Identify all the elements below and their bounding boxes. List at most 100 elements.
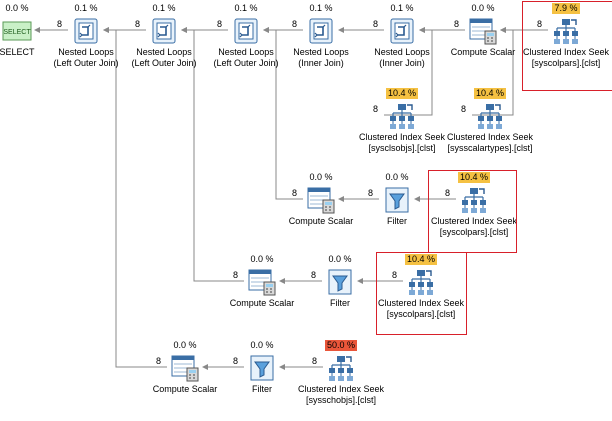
operator-label: Filter [387,216,407,226]
operator-f2[interactable]: 0.0 % Filter [280,254,400,309]
clustered-index-seek-icon [414,184,534,216]
operator-label: (Inner Join) [298,58,344,68]
compute-scalar-icon [202,266,322,298]
row-count-label: 8 [312,356,317,366]
operator-cost: 0.0 % [5,3,29,13]
row-count-label: 8 [156,356,161,366]
operator-cost: 0.1 % [152,3,176,13]
operator-cost: 0.0 % [173,340,197,350]
row-count-label: 8 [292,188,297,198]
operator-cis1[interactable]: 7.9 % Clustered Index Seek[syscolpars].[c… [506,3,612,69]
operator-f1[interactable]: 0.0 %Filter [337,172,457,227]
operator-label: SELECT [0,47,35,57]
flow-link [103,27,167,368]
row-count-label: 8 [217,19,222,29]
row-count-label: 8 [135,19,140,29]
operator-label: [syscolpars].[clst] [531,58,601,68]
row-count-label: 8 [537,19,542,29]
operator-label: Filter [252,384,272,394]
operator-label: (Inner Join) [379,58,425,68]
operator-nl3[interactable]: 0.1 %Nested Loops(Left Outer Join) [186,3,306,69]
operator-label: Clustered Index Seek [430,216,518,226]
flow-link [181,27,244,282]
clustered-index-seek-icon [506,15,612,47]
nested-loops-icon [26,15,146,47]
operator-cost: 0.1 % [74,3,98,13]
clustered-index-seek-icon [430,100,550,132]
row-count-label: 8 [311,270,316,280]
row-count-label: 8 [233,270,238,280]
operator-cost: 10.4 % [404,254,438,265]
nested-loops-icon [104,15,224,47]
operator-cost: 0.0 % [309,172,333,182]
compute-scalar-icon [423,15,543,47]
operator-cost: 0.0 % [328,254,352,264]
operator-cost: 7.9 % [552,3,580,14]
row-count-label: 8 [373,19,378,29]
operator-label: Compute Scalar [288,216,354,226]
flow-link [384,27,433,116]
filter-icon [337,184,457,216]
flow-link [263,27,303,200]
row-count-label: 8 [233,356,238,366]
operator-label: [syscolpars].[clst] [439,227,509,237]
operator-cost: 0.1 % [309,3,333,13]
select-icon: SELECT [0,15,77,47]
clustered-index-seek-icon [342,100,462,132]
filter-icon [202,352,322,384]
operator-nl2[interactable]: 0.1 %Nested Loops(Left Outer Join) [104,3,224,69]
row-count-label: 8 [392,270,397,280]
nested-loops-icon [342,15,462,47]
highlight-box-cis1 [522,1,612,91]
operator-nl1[interactable]: 0.1 % Nested Loops(Left Outer Join) [26,3,146,69]
operator-label: [sysscalartypes].[clst] [447,143,533,153]
operator-cis2[interactable]: 10.4 % Clustered Index Seek[sysclsobjs].[… [342,88,462,154]
operator-label: Nested Loops [218,47,274,57]
operator-cost: 0.0 % [250,254,274,264]
operator-label: Nested Loops [58,47,114,57]
operator-cost: 10.4 % [473,88,507,99]
operator-cost: 10.4 % [457,172,491,183]
filter-icon [280,266,400,298]
row-count-label: 8 [368,188,373,198]
highlight-box-cis4 [428,170,517,253]
clustered-index-seek-icon [281,352,401,384]
operator-nl4[interactable]: 0.1 % Nested Loops(Inner Join) [261,3,381,69]
operator-cost: 50.0 % [324,340,358,351]
operator-cost: 0.1 % [390,3,414,13]
operator-label: Clustered Index Seek [522,47,610,57]
operator-label: Filter [330,298,350,308]
operator-select[interactable]: 0.0 % SELECT SELECT [0,3,77,58]
operator-cis6[interactable]: 50.0 % Clustered Index Seek[sysschobjs].[… [281,340,401,406]
operator-cs2[interactable]: 0.0 % Compute Scalar [261,172,381,227]
row-count-label: 8 [454,19,459,29]
operator-cs4[interactable]: 0.0 %Compute Scalar [125,340,245,395]
operator-label: (Left Outer Join) [131,58,197,68]
row-count-label: 8 [57,19,62,29]
operator-label: Clustered Index Seek [297,384,385,394]
operator-f3[interactable]: 0.0 % Filter [202,340,322,395]
operator-label: Nested Loops [374,47,430,57]
clustered-index-seek-icon [361,266,481,298]
operator-label: Nested Loops [293,47,349,57]
operator-cis4[interactable]: 10.4 % Clustered Index Seek[syscolpars].[… [414,172,534,238]
operator-nl5[interactable]: 0.1 % Nested Loops(Inner Join) [342,3,462,69]
operator-label: Clustered Index Seek [358,132,446,142]
operator-cost: 10.4 % [385,88,419,99]
operator-cs3[interactable]: 0.0 %Compute Scalar [202,254,322,309]
operator-cost: 0.0 % [250,340,274,350]
operator-label: (Left Outer Join) [53,58,119,68]
operator-label: Compute Scalar [450,47,516,57]
svg-text:SELECT: SELECT [3,29,31,36]
operator-cs1[interactable]: 0.0 % Compute Scalar [423,3,543,58]
operator-cis3[interactable]: 10.4 %Clustered Index Seek[sysscalartype… [430,88,550,154]
highlight-box-cis5 [376,252,467,335]
compute-scalar-icon [261,184,381,216]
operator-cost: 0.0 % [471,3,495,13]
operator-label: [sysclsobjs].[clst] [368,143,436,153]
operator-cis5[interactable]: 10.4 %Clustered Index Seek[syscolpars].[… [361,254,481,320]
operator-label: [sysschobjs].[clst] [305,395,377,405]
nested-loops-icon [186,15,306,47]
